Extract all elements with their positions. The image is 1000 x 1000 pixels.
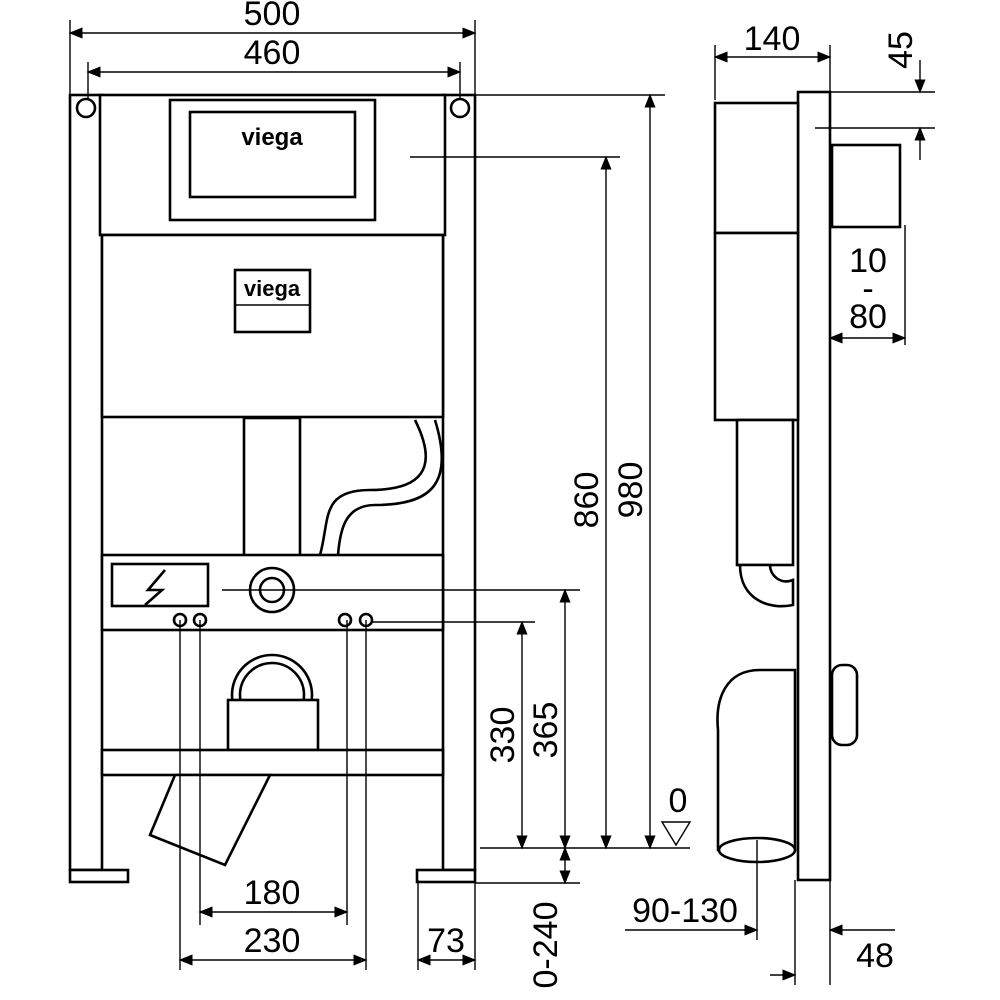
dim-365: 365 (527, 702, 565, 759)
dimension-lines (68, 20, 935, 985)
dim-90-130: 90-130 (632, 892, 738, 930)
bottom-rail (100, 748, 445, 777)
right-foot (415, 868, 477, 884)
flush-pipe (242, 416, 302, 560)
top-logo: viega (241, 124, 303, 151)
dim-73: 73 (427, 922, 465, 960)
side-cistern (713, 231, 800, 422)
electric-box (110, 562, 210, 608)
dim-dash: - (862, 270, 873, 308)
dim-860: 860 (568, 472, 606, 529)
side-view (713, 90, 902, 882)
right-post (441, 93, 477, 872)
dim-180: 180 (244, 874, 301, 912)
side-waste-bend (716, 668, 797, 852)
lightning-icon (144, 569, 166, 606)
left-post (68, 93, 104, 872)
dim-80: 80 (849, 298, 887, 336)
dimension-labels: 500 460 140 45 10 - 80 980 860 365 330 0… (244, 0, 920, 988)
floor-level-icon (660, 821, 692, 847)
tank-logo: viega (244, 276, 301, 301)
dim-460: 460 (244, 34, 301, 72)
dim-500: 500 (244, 0, 301, 33)
left-foot (68, 868, 130, 884)
dim-140: 140 (744, 20, 801, 58)
dim-330: 330 (484, 707, 522, 764)
dim-0: 0 (669, 782, 688, 820)
front-view-frame: viega viega (68, 93, 477, 884)
dim-0-240: 0-240 (527, 902, 565, 989)
dim-48: 48 (856, 937, 894, 975)
dim-980: 980 (612, 462, 650, 519)
waste-pipe (148, 773, 273, 867)
side-post (796, 90, 832, 882)
dim-10: 10 (849, 242, 887, 280)
side-actuator (830, 143, 902, 229)
dim-45: 45 (882, 31, 920, 69)
cistern-label (233, 268, 312, 334)
dim-230: 230 (244, 922, 301, 960)
hose (318, 419, 427, 556)
